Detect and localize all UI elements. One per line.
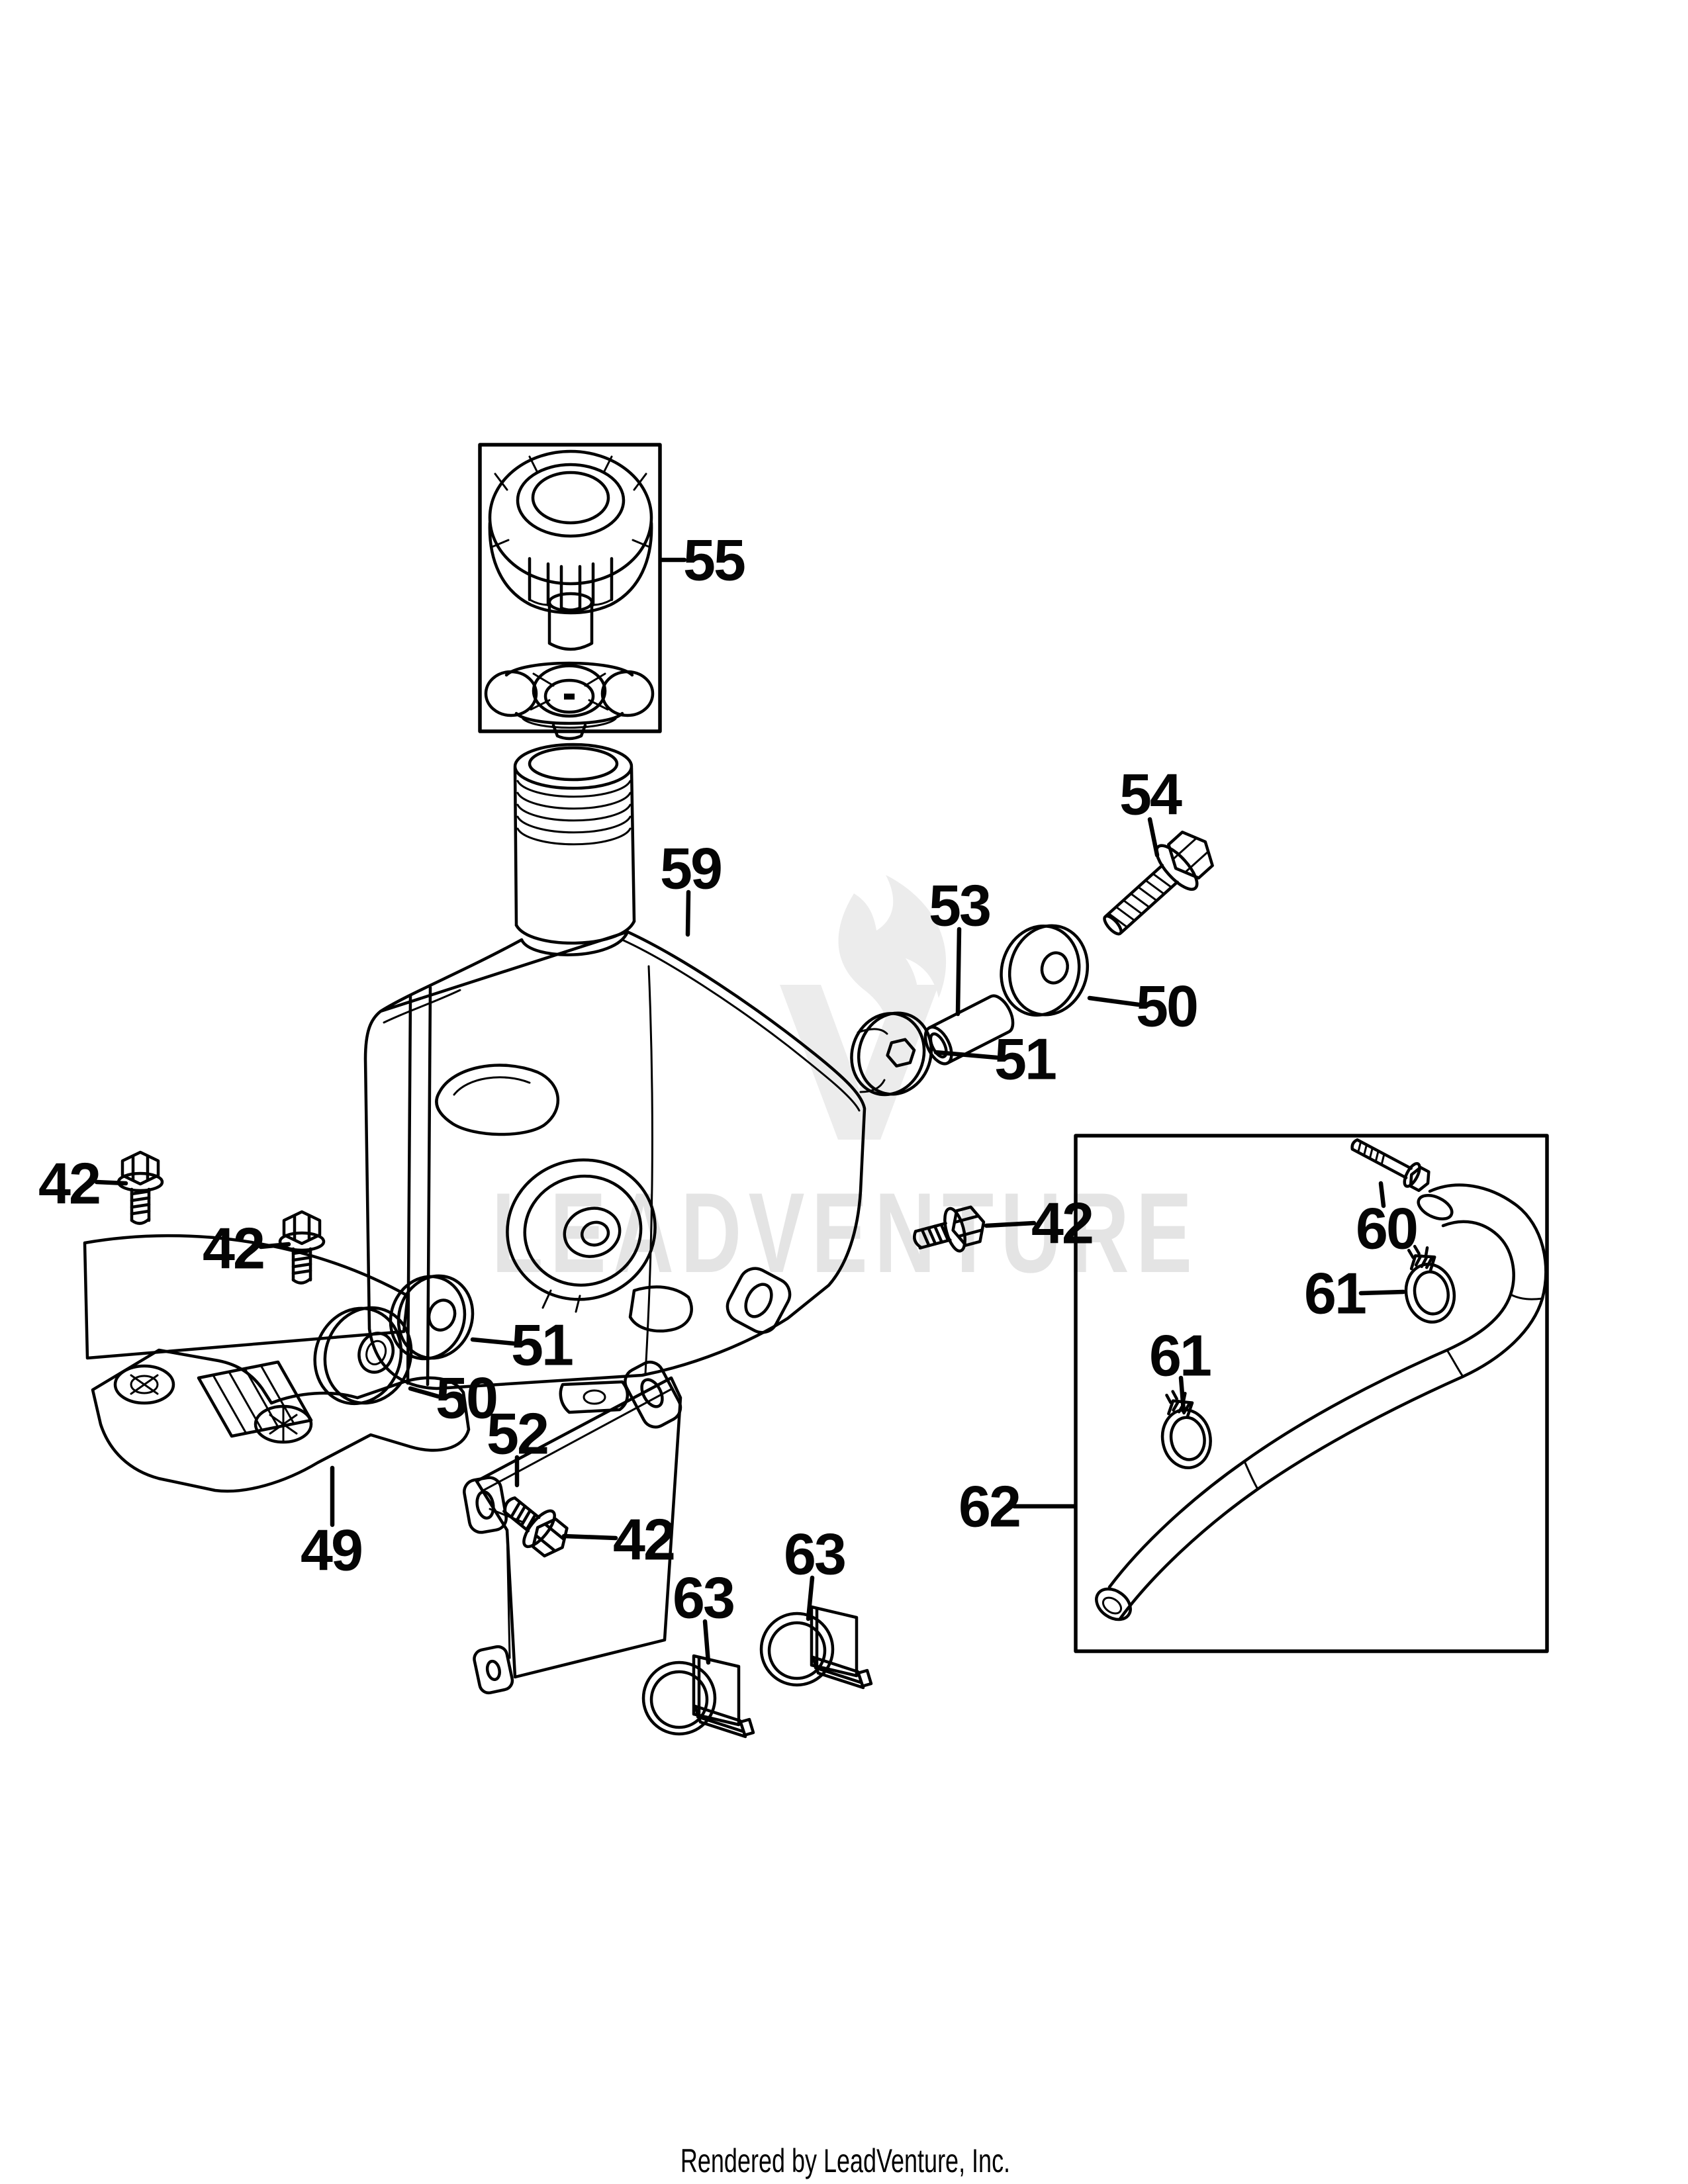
callout-42: 42: [203, 1216, 263, 1281]
bracket-52-drawing: [463, 1360, 682, 1695]
bolt-60-drawing: [1350, 1138, 1430, 1193]
callout-42: 42: [1031, 1191, 1092, 1256]
callout-63: 63: [673, 1565, 733, 1631]
flange-bolt-42-top-left-drawing: [118, 1152, 162, 1224]
flange-bolt-54-drawing: [1103, 831, 1214, 936]
fuel-cap-detail-box: [478, 443, 662, 733]
footer-text: Rendered by LeadVenture, Inc.: [680, 2143, 1010, 2179]
leader-line-42: [258, 1242, 291, 1250]
callout-50: 50: [436, 1365, 496, 1431]
leader-line-50: [1087, 995, 1141, 1007]
washer-50-right-drawing: [1000, 924, 1090, 1017]
fuel-tank-drawing: [363, 743, 888, 1414]
washer-51-right-drawing: [850, 1011, 933, 1097]
callout-61: 61: [1304, 1261, 1366, 1326]
fuel-cap-drawing: [488, 449, 653, 615]
callout-42: 42: [38, 1151, 99, 1216]
hose-clamp-63-left-drawing: [643, 1656, 753, 1737]
watermark-text: LEADVENTURE: [492, 1169, 1199, 1297]
leader-line-63: [806, 1575, 815, 1621]
callout-63: 63: [784, 1522, 845, 1587]
spacer-53-drawing: [923, 994, 1015, 1066]
flame-v-logo-icon: [780, 875, 947, 1140]
leader-line-61: [1358, 1289, 1406, 1296]
fuel-cap-gasket-drawing: [484, 661, 655, 741]
leader-line-42: [94, 1179, 128, 1186]
leader-line-61: [1178, 1375, 1186, 1414]
hose-clamp-63-right-drawing: [761, 1607, 871, 1688]
washer-51-left-drawing: [389, 1274, 475, 1361]
callout-51: 51: [511, 1312, 573, 1378]
callout-51: 51: [994, 1026, 1056, 1092]
watermark: LEADVENTURE: [492, 875, 1199, 1297]
callout-59: 59: [660, 836, 721, 901]
leader-line-63: [702, 1619, 711, 1665]
leader-line-51: [470, 1337, 516, 1346]
fuel-cap-valve-cylinder-drawing: [547, 592, 594, 651]
callout-62: 62: [959, 1474, 1019, 1539]
leader-line-60: [1378, 1181, 1386, 1208]
leader-line-53: [955, 927, 962, 1017]
leader-line-54: [1147, 817, 1160, 858]
leader-line-42: [984, 1220, 1037, 1228]
callout-55: 55: [683, 527, 745, 593]
callout-50: 50: [1136, 974, 1197, 1039]
callout-53: 53: [929, 873, 990, 938]
leader-line-51: [933, 1050, 1000, 1060]
flange-bolt-42-left-drawing: [280, 1212, 324, 1283]
callout-42: 42: [613, 1507, 674, 1572]
callout-61: 61: [1149, 1323, 1211, 1388]
leader-line-50: [408, 1386, 441, 1399]
callout-54: 54: [1119, 762, 1182, 827]
fuel-hose-detail-box: [1074, 1134, 1549, 1653]
callout-60: 60: [1356, 1196, 1417, 1261]
callout-52: 52: [487, 1401, 547, 1467]
leader-line-42: [561, 1533, 618, 1541]
fuel-hose-62-drawing: [1095, 1183, 1548, 1621]
washer-50-left-drawing: [313, 1306, 413, 1406]
callout-49: 49: [301, 1518, 361, 1583]
